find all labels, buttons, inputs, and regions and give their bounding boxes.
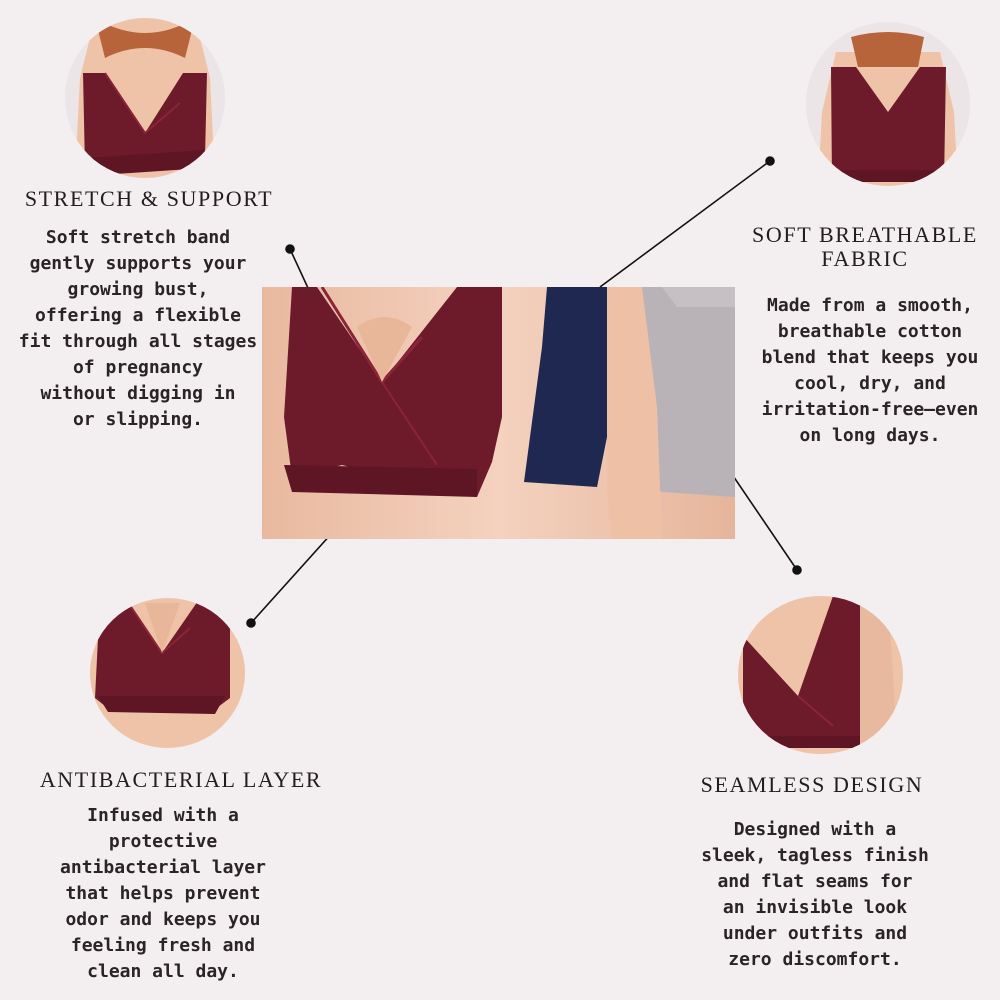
connector-dot-seamless xyxy=(792,565,802,575)
breathable-fabric-title: SOFT BREATHABLE FABRIC xyxy=(752,222,978,271)
stretch-support-title: STRETCH & SUPPORT xyxy=(24,186,274,211)
hero-product-image xyxy=(262,287,735,539)
seamless-design-title: SEAMLESS DESIGN xyxy=(700,772,924,797)
antibacterial-layer-text: Infused with a protective antibacterial … xyxy=(60,805,266,982)
side-closeup-image xyxy=(738,596,903,754)
stretch-support-text: Soft stretch band gently supports your g… xyxy=(18,227,258,430)
connector-dot-stretch xyxy=(285,244,295,254)
band-closeup-image xyxy=(90,598,245,748)
front-closeup-image xyxy=(65,18,225,178)
connector-dot-breathable xyxy=(765,156,775,166)
seamless-design-text: Designed with a sleek, tagless finish an… xyxy=(701,819,929,970)
connector-dot-antibacterial xyxy=(246,618,256,628)
back-closeup-image xyxy=(806,22,970,186)
antibacterial-layer-title: ANTIBACTERIAL LAYER xyxy=(39,767,323,792)
breathable-fabric-text: Made from a smooth, breathable cotton bl… xyxy=(761,295,979,446)
